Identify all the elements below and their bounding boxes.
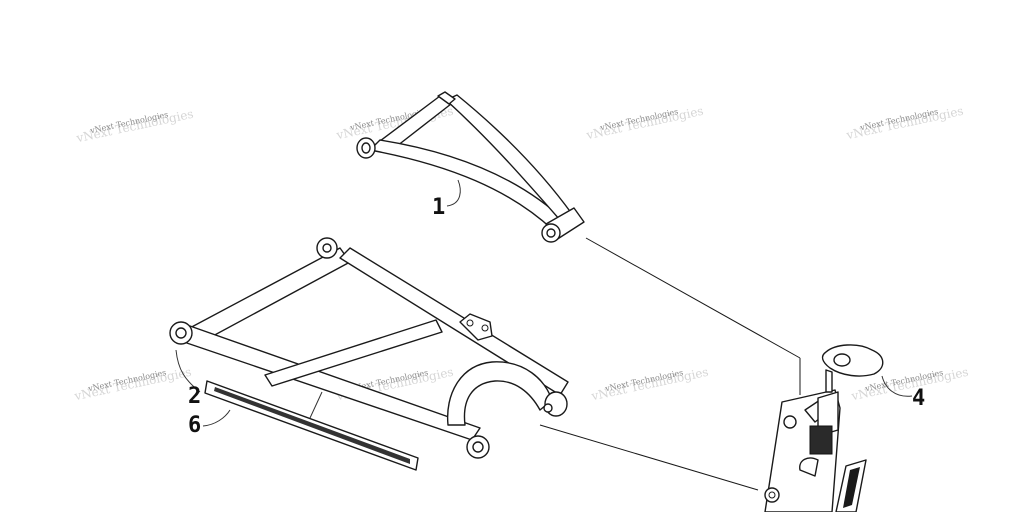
spindle-upper-hole (783, 415, 797, 429)
leader-line-decal (309, 391, 323, 419)
upper-arm-diagonal-tube (445, 94, 573, 221)
upper-arm-apex (437, 91, 456, 105)
callout-2: 2 (188, 384, 201, 409)
leader-line-6 (202, 409, 231, 427)
steering-arm-clamp (821, 344, 884, 377)
assembly-lines (539, 237, 801, 491)
watermark: vNext Technologies vNext Technologies (844, 104, 964, 143)
bushing-hole (472, 441, 484, 453)
lower-a-arm (169, 237, 569, 459)
shock-mount-hole (481, 324, 489, 332)
leader-line-1 (446, 179, 461, 207)
callout-6: 6 (188, 413, 201, 438)
spindle-decal-graphic (843, 467, 860, 508)
spindle-slot (799, 457, 819, 477)
shock-mount-hole (466, 319, 474, 327)
upper-arm-bushing-left-hole (361, 142, 371, 154)
spindle (764, 344, 884, 512)
steering-arm-post (825, 369, 833, 393)
leader-lines (175, 179, 913, 427)
upper-a-arm (356, 91, 585, 243)
watermark: vNext Technologies vNext Technologies (74, 107, 194, 146)
watermark: vNext Technologies vNext Technologies (589, 365, 709, 404)
bushing-hole (322, 243, 332, 253)
assembly-line-lower (539, 424, 759, 491)
callout-1: 1 (432, 195, 445, 220)
leader-line-2 (175, 349, 201, 393)
watermark: vNext Technologies vNext Technologies (584, 104, 704, 143)
spindle-lower-hole (764, 487, 780, 503)
spindle-stem (817, 391, 839, 437)
bushing-hole (175, 327, 187, 339)
steering-arm-clamp-hole (833, 353, 851, 367)
upper-arm-bushing-right-hole (546, 228, 556, 238)
lower-arm-rear-tube (185, 247, 351, 345)
assembly-line-upper (585, 237, 801, 359)
lower-arm-cross-brace (264, 319, 443, 387)
spindle-knurled-sleeve (809, 425, 833, 455)
decal-graphic (214, 387, 410, 464)
watermark: vNext Technologies vNext Technologies (72, 365, 192, 404)
lower-arm-outer-tube (339, 247, 569, 396)
spindle-lower-hole-inner (768, 491, 776, 499)
callout-4: 4 (912, 386, 925, 411)
decal (204, 380, 419, 471)
lower-arm-front-tube (177, 325, 481, 441)
ball-joint-hole (543, 403, 553, 413)
leader-line-4 (881, 375, 913, 397)
